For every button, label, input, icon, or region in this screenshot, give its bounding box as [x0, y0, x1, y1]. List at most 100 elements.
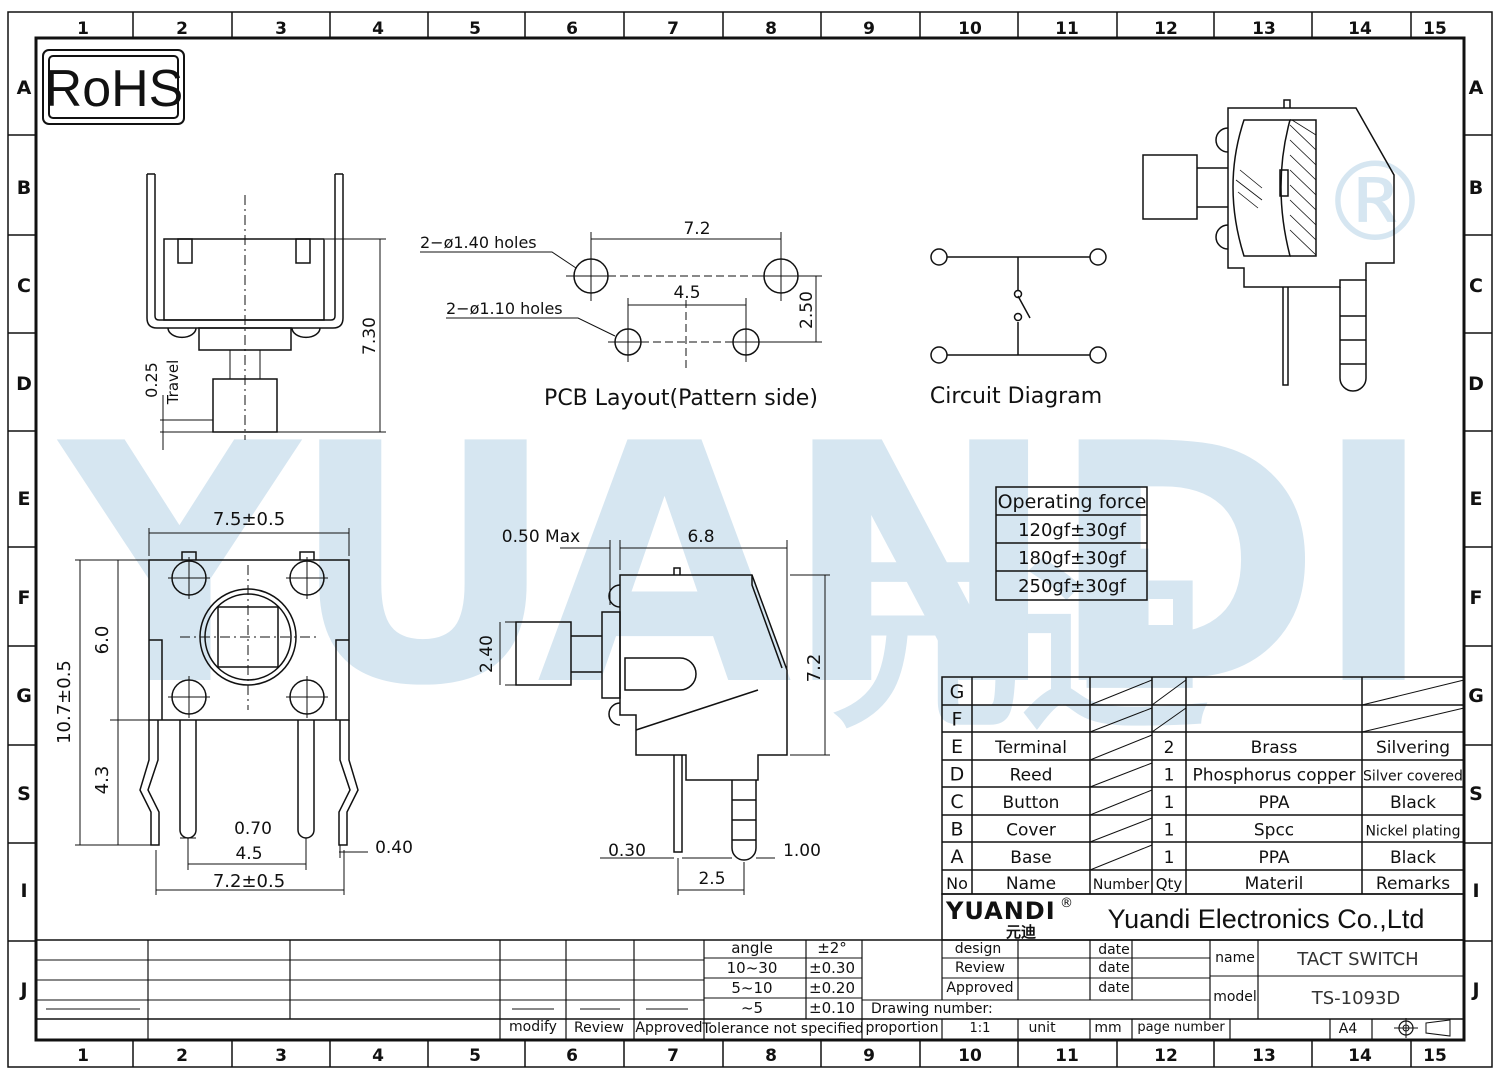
front-pitch-dim: 4.5	[235, 844, 262, 864]
bom-no: G	[950, 681, 965, 703]
bom-remarks: Black	[1390, 848, 1436, 868]
unit-value: mm	[1094, 1020, 1121, 1036]
title-name-label: name	[1215, 950, 1255, 966]
grid-col-label: 8	[765, 1046, 777, 1066]
tolerance-range: 5~10	[731, 979, 772, 997]
grid-col-label: 6	[566, 19, 578, 39]
operating-force-value: 250gf±30gf	[1018, 576, 1127, 597]
pcb-holes-small: 2−ø1.10 holes	[446, 299, 563, 318]
right-length-dim: 6.8	[687, 527, 714, 547]
bom-no: F	[952, 709, 963, 731]
tolerance-range: ~5	[741, 999, 763, 1017]
grid-row-label: J	[1470, 979, 1479, 1001]
grid-col-label: 13	[1252, 1046, 1276, 1066]
operating-force-value: 120gf±30gf	[1018, 520, 1127, 541]
grid-row-label: I	[20, 880, 27, 902]
watermark-reg: ®	[1320, 138, 1430, 266]
grid-row-label: I	[1472, 880, 1479, 902]
tolerance-label: Tolerance not specified	[701, 1021, 863, 1037]
company-logo-reg: ®	[1060, 896, 1073, 911]
grid-row-label: B	[17, 177, 31, 199]
pcb-dim-7-2: 7.2	[683, 219, 710, 239]
tolerance-range: angle	[731, 939, 773, 957]
company-logo: YUANDI	[945, 897, 1056, 925]
tolerance-range: 10~30	[727, 959, 778, 977]
right-pin-b-dim: 1.00	[783, 841, 821, 861]
front-pin-width-dim: 0.70	[234, 819, 272, 839]
grid-row-label: E	[18, 488, 31, 510]
grid-row-label: D	[16, 373, 32, 395]
grid-row-label: J	[18, 979, 27, 1001]
grid-row-label: G	[16, 685, 32, 707]
bom-remarks: Silvering	[1376, 738, 1450, 758]
grid-col-label: 2	[176, 19, 188, 39]
grid-col-label: 4	[372, 19, 384, 39]
grid-row-label: E	[1470, 488, 1483, 510]
pcb-dim-4-5: 4.5	[673, 283, 700, 303]
bom-qty: 1	[1164, 848, 1175, 868]
bom-header-name: Name	[1006, 874, 1056, 894]
bom-qty: 1	[1164, 766, 1175, 786]
grid-col-label: 6	[566, 1046, 578, 1066]
bom-name: Terminal	[994, 738, 1067, 758]
grid-col-label: 5	[469, 19, 481, 39]
side-height-dim: 7.30	[360, 317, 380, 355]
grid-col-label: 1	[77, 19, 89, 39]
grid-col-label: 3	[275, 1046, 287, 1066]
circuit-caption: Circuit Diagram	[930, 384, 1102, 409]
grid-col-label: 2	[176, 1046, 188, 1066]
approval-design: design	[955, 941, 1001, 957]
bom-no: A	[951, 846, 964, 868]
bom-no: B	[950, 819, 963, 841]
drawing-number-label: Drawing number:	[871, 1001, 993, 1017]
bom-header-material: Materil	[1245, 874, 1304, 894]
bom-qty: 1	[1164, 821, 1175, 841]
rohs-text: RoHS	[45, 60, 184, 118]
pcb-layout	[420, 232, 822, 370]
grid-col-label: 12	[1154, 19, 1178, 39]
tolerance-rows: angle±2°10~30±0.305~10±0.20~5±0.10	[727, 939, 855, 1017]
proportion-label: proportion	[866, 1020, 939, 1036]
side-view	[146, 173, 386, 450]
operating-force-title: Operating force	[998, 491, 1147, 513]
front-width-dim: 7.5±0.5	[213, 509, 285, 530]
grid-row-label: C	[1469, 275, 1483, 297]
bom-name: Reed	[1010, 766, 1053, 786]
right-pitch-dim: 2.5	[698, 869, 725, 889]
travel-label: Travel	[164, 360, 182, 406]
title-model-label: model	[1213, 989, 1257, 1005]
grid-col-label: 7	[667, 1046, 679, 1066]
bom-header-number: Number	[1093, 877, 1149, 893]
grid-col-label: 13	[1252, 19, 1276, 39]
unit-label: unit	[1028, 1020, 1056, 1036]
operating-force-value: 180gf±30gf	[1018, 548, 1127, 569]
bom-name: Button	[1003, 793, 1060, 813]
grid-col-label: 4	[372, 1046, 384, 1066]
bom-name: Cover	[1006, 821, 1056, 841]
bom-material: PPA	[1258, 848, 1289, 868]
pcb-dim-2-50: 2.50	[797, 291, 817, 329]
title-model-value: TS-1093D	[1311, 988, 1401, 1009]
company-name: Yuandi Electronics Co.,Ltd	[1108, 904, 1425, 934]
grid-row-label: D	[1468, 373, 1484, 395]
grid-col-label: 11	[1055, 19, 1079, 39]
grid-col-label: 3	[275, 19, 287, 39]
approval-review: Review	[955, 960, 1005, 976]
bom-no: D	[950, 764, 965, 786]
grid-col-label: 12	[1154, 1046, 1178, 1066]
grid-labels: 1122334455667788991010111112121313141415…	[8, 12, 1492, 1067]
bom-material: Spcc	[1254, 821, 1294, 841]
approval-date: date	[1098, 980, 1130, 996]
bom-material: PPA	[1258, 793, 1289, 813]
revision-modify: modify	[509, 1019, 557, 1035]
grid-col-label: 8	[765, 19, 777, 39]
grid-col-label: 11	[1055, 1046, 1079, 1066]
grid-col-label: 5	[469, 1046, 481, 1066]
bom-no: E	[951, 736, 963, 758]
grid-col-label: 7	[667, 19, 679, 39]
bom-no: C	[950, 791, 963, 813]
page-number-label: page number	[1137, 1020, 1225, 1035]
